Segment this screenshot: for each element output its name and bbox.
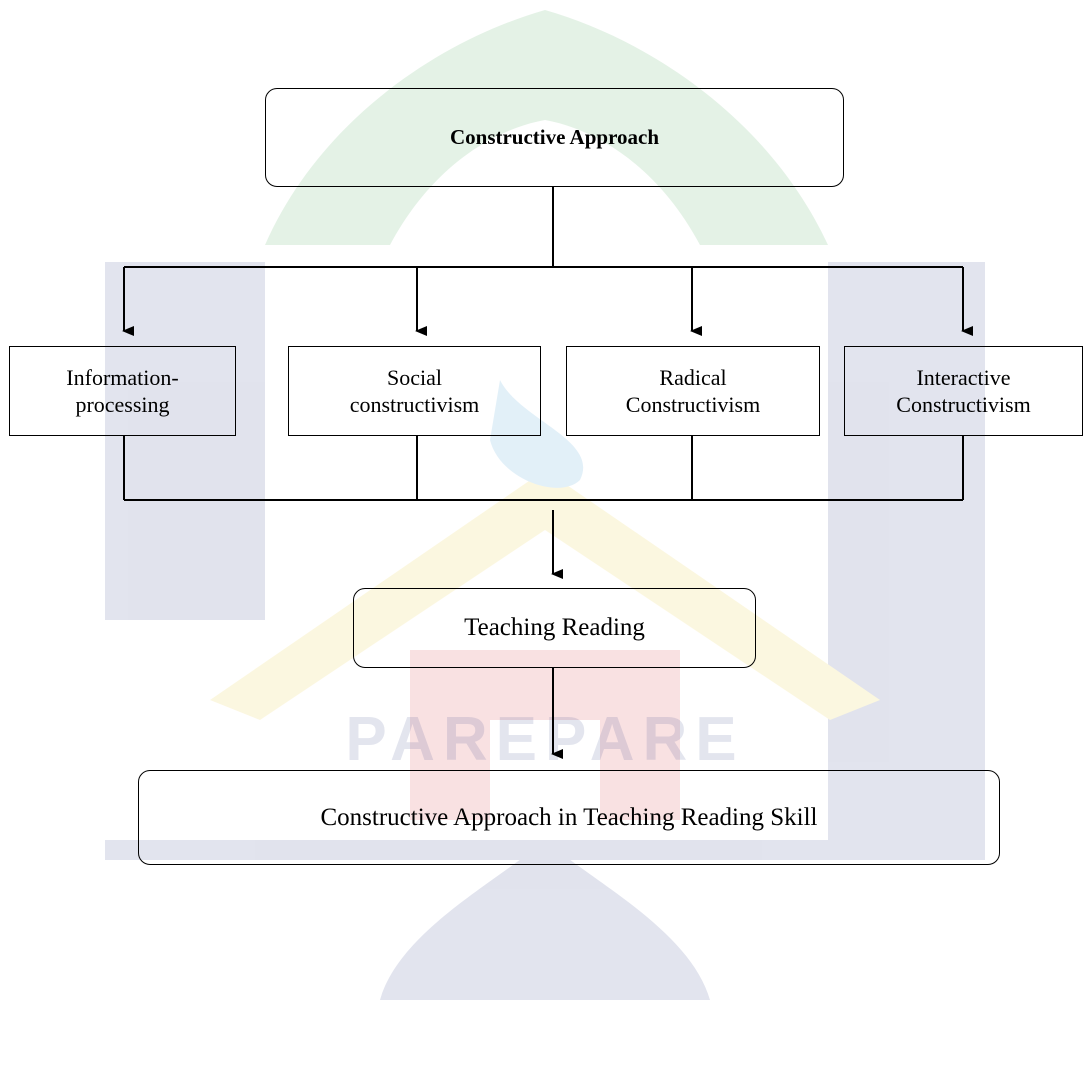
branch-4-line-2: Constructivism — [896, 392, 1031, 417]
branch-3-line-1: Radical — [659, 364, 727, 390]
branch-2-line-1: Social — [386, 364, 442, 390]
branch-1-line-2: processing — [75, 392, 170, 417]
watermark-chevron — [210, 470, 880, 720]
branch-3-line-2: Constructivism — [625, 392, 761, 417]
constructive-approach-box: Constructive Approach — [265, 88, 844, 187]
radical-constructivism-box: Radical Constructivism — [566, 346, 820, 436]
teaching-reading-box: Teaching Reading — [353, 588, 756, 668]
radical-constructivism-label: Radical Constructivism — [626, 364, 760, 419]
result-label: Constructive Approach in Teaching Readin… — [320, 803, 818, 831]
interactive-constructivism-box: Interactive Constructivism — [844, 346, 1083, 436]
information-processing-label: Information- processing — [66, 364, 178, 419]
watermark-emblem — [410, 650, 680, 820]
branch-2-line-2: constructivism — [349, 392, 480, 417]
branch-4-line-1: Interactive — [916, 364, 1011, 390]
constructive-approach-label: Constructive Approach — [449, 125, 660, 150]
watermark-text: PAREPARE — [345, 705, 744, 774]
teaching-reading-label: Teaching Reading — [464, 614, 645, 642]
branch-1-line-1: Information- — [66, 364, 179, 390]
result-box: Constructive Approach in Teaching Readin… — [138, 770, 1000, 865]
social-constructivism-box: Social constructivism — [288, 346, 541, 436]
interactive-constructivism-label: Interactive Constructivism — [896, 364, 1030, 419]
watermark-arch — [105, 262, 985, 860]
social-constructivism-label: Social constructivism — [350, 364, 480, 419]
information-processing-box: Information- processing — [9, 346, 236, 436]
